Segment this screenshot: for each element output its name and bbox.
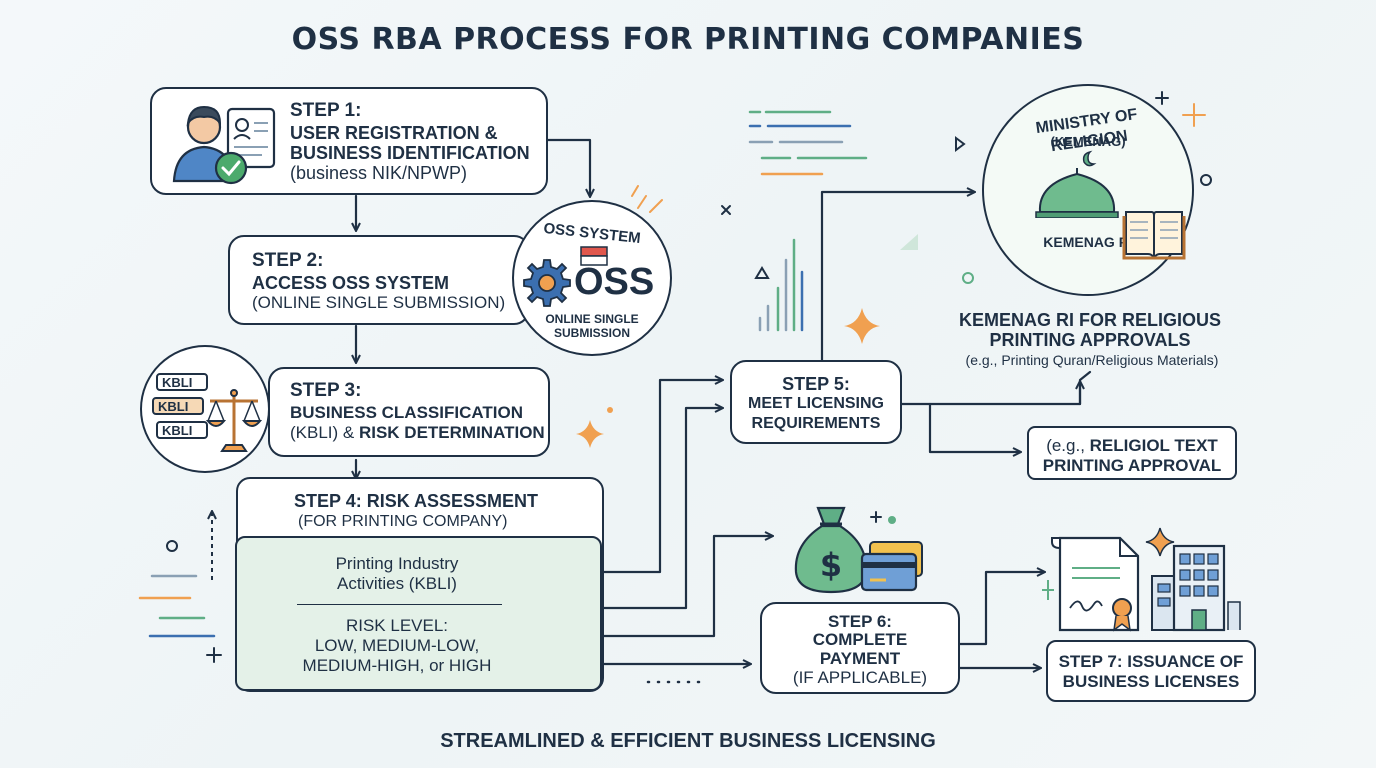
step4-line1: (FOR PRINTING COMPANY) bbox=[298, 513, 508, 530]
arrow-step5-kemenag bbox=[820, 192, 974, 362]
credit-card-icon bbox=[860, 541, 923, 592]
oss-logo-text: OSS bbox=[574, 261, 655, 303]
scale-icon bbox=[205, 389, 263, 452]
religious-line2: PRINTING APPROVAL bbox=[1042, 456, 1222, 475]
mosque-dome-icon bbox=[1035, 150, 1119, 218]
kemenag-name: KEMENAG RI bbox=[1043, 234, 1133, 250]
step5-box: STEP 5: MEET LICENSING REQUIREMENTS bbox=[730, 360, 902, 444]
step4-inner2: Activities (KBLI) bbox=[337, 574, 457, 593]
step7-line2: BUSINESS LICENSES bbox=[1062, 672, 1240, 691]
kemenag-line3: (e.g., Printing Quran/Religious Material… bbox=[965, 352, 1219, 368]
step2-label: STEP 2: bbox=[252, 250, 324, 271]
arrow-step1-oss bbox=[546, 138, 590, 196]
flag-icon bbox=[580, 246, 608, 266]
money-symbol: $ bbox=[820, 546, 842, 584]
kemenag-arc2: (KEMENAG) bbox=[1050, 134, 1126, 149]
step3-line2b: RISK DETERMINATION bbox=[358, 423, 545, 442]
step3-line1: BUSINESS CLASSIFICATION bbox=[290, 403, 523, 422]
gear-icon bbox=[523, 259, 571, 307]
religious-line1a: (e.g., bbox=[1046, 436, 1090, 455]
step1-label: STEP 1: bbox=[290, 100, 362, 121]
arrow-step5-religious-box bbox=[928, 402, 1020, 452]
step6-line1: COMPLETE bbox=[812, 630, 908, 649]
step1-line1: USER REGISTRATION & bbox=[290, 123, 498, 143]
step4-risk2: MEDIUM-HIGH, or HIGH bbox=[302, 656, 492, 675]
arrow-step5-religious-text bbox=[900, 370, 1092, 406]
step7-line1: STEP 7: ISSUANCE OF bbox=[1058, 652, 1244, 671]
kemenag-line1: KEMENAG RI FOR RELIGIOUS bbox=[958, 310, 1221, 330]
step3-box: STEP 3: BUSINESS CLASSIFICATION (KBLI) &… bbox=[268, 367, 550, 457]
id-card-icon bbox=[226, 107, 276, 169]
step4-risk-label: RISK LEVEL: bbox=[345, 616, 449, 635]
step1-line2: BUSINESS IDENTIFICATION bbox=[290, 143, 530, 163]
certificate-icon bbox=[1051, 536, 1140, 632]
kbli-tag-2: KBLI bbox=[152, 397, 204, 415]
sparkle-icon bbox=[576, 308, 880, 448]
kbli-tag-1: KBLI bbox=[156, 373, 208, 391]
oss-badge: OSS SYSTEM OSS ONLINE SINGLE SUBMISSION bbox=[512, 200, 672, 356]
arrow-dot2-step5 bbox=[525, 408, 722, 610]
step7-box: STEP 7: ISSUANCE OF BUSINESS LICENSES bbox=[1046, 640, 1256, 702]
building-icon bbox=[1151, 544, 1241, 632]
step2-line2: (ONLINE SINGLE SUBMISSION) bbox=[252, 293, 506, 312]
step1-box: STEP 1: USER REGISTRATION & BUSINESS IDE… bbox=[150, 87, 548, 195]
step2-box: STEP 2: ACCESS OSS SYSTEM (ONLINE SINGLE… bbox=[228, 235, 530, 325]
step6-line3: (IF APPLICABLE) bbox=[792, 668, 928, 687]
step3-line2a: (KBLI) & bbox=[290, 423, 359, 442]
arrow-dot3-step6 bbox=[525, 536, 772, 638]
page-title: OSS RBA PROCESS FOR PRINTING COMPANIES bbox=[291, 22, 1085, 57]
step5-line2: REQUIREMENTS bbox=[751, 415, 881, 432]
kemenag-badge: MINISTRY OF RELIGION (KEMENAG) KEMENAG R… bbox=[982, 84, 1194, 296]
kemenag-line2: PRINTING APPROVALS bbox=[989, 330, 1191, 350]
step3-label: STEP 3: bbox=[290, 380, 362, 401]
step5-label: STEP 5: bbox=[782, 374, 850, 394]
step4-divider bbox=[297, 604, 502, 605]
step4-label: STEP 4: RISK ASSESSMENT bbox=[294, 491, 539, 511]
money-bag-icon: $ bbox=[794, 506, 868, 594]
step4-inner1: Printing Industry bbox=[335, 554, 459, 573]
kbli-scale-badge: KBLI KBLI KBLI bbox=[140, 345, 270, 473]
oss-sub1: ONLINE SINGLE bbox=[545, 312, 639, 326]
step1-line3: (business NIK/NPWP) bbox=[290, 163, 468, 183]
footer-tagline: STREAMLINED & EFFICIENT BUSINESS LICENSI… bbox=[440, 730, 936, 752]
book-icon bbox=[1122, 211, 1186, 260]
kbli-tag-3: KBLI bbox=[156, 421, 208, 439]
oss-sub2: SUBMISSION bbox=[553, 326, 630, 340]
step6-label: STEP 6: bbox=[828, 612, 892, 631]
step4-risk1: LOW, MEDIUM-LOW, bbox=[314, 636, 480, 655]
check-icon bbox=[214, 151, 248, 185]
religious-line1b: RELIGIOL TEXT bbox=[1089, 436, 1218, 455]
step6-box: STEP 6: COMPLETE PAYMENT (IF APPLICABLE) bbox=[760, 602, 960, 694]
step4-inner-panel: Printing Industry Activities (KBLI) RISK… bbox=[235, 536, 602, 691]
arrow-step6-certificate bbox=[958, 572, 1044, 646]
step2-line1: ACCESS OSS SYSTEM bbox=[252, 273, 450, 293]
step5-line1: MEET LICENSING bbox=[747, 395, 884, 412]
step6-line2: PAYMENT bbox=[819, 649, 901, 668]
religious-approval-box: (e.g., RELIGIOL TEXT PRINTING APPROVAL bbox=[1027, 426, 1237, 480]
